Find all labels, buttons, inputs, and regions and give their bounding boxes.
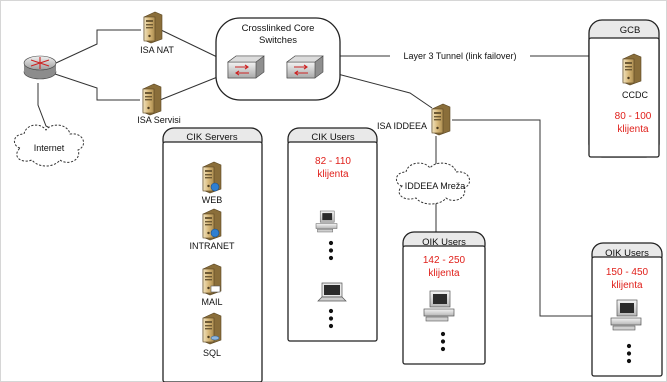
mail-icon bbox=[210, 285, 221, 293]
cik-servers-title: CIK Servers bbox=[186, 132, 237, 143]
internet-cloud: Internet bbox=[14, 124, 85, 167]
laptop-icon bbox=[317, 282, 347, 302]
oik-users-lane-1: OIK Users 142 - 250 klijenta bbox=[402, 231, 486, 365]
core-title-line1: Crosslinked Core bbox=[242, 23, 315, 34]
isa-iddeea-server: ISA IDDEEA bbox=[377, 103, 451, 136]
oik-2-client-unit: klijenta bbox=[611, 280, 643, 291]
gcb-client-count: 80 - 100 bbox=[615, 111, 652, 122]
globe-icon bbox=[210, 228, 220, 238]
oik-users-lane-2: OIK Users 150 - 450 klijenta bbox=[591, 242, 663, 377]
more-dots bbox=[626, 343, 632, 364]
oik-2-client-count: 150 - 450 bbox=[606, 267, 649, 278]
isa-iddeea-label: ISA IDDEEA bbox=[377, 121, 427, 131]
server-icon bbox=[431, 103, 451, 136]
isa-nat-label: ISA NAT bbox=[140, 45, 174, 55]
server-icon bbox=[142, 83, 162, 116]
cloud-icon bbox=[396, 162, 471, 205]
server-label: INTRANET bbox=[190, 241, 236, 251]
isa-servisi-label: ISA Servisi bbox=[137, 115, 181, 125]
database-icon bbox=[210, 335, 220, 341]
gcb-lane: GCB CCDC 80 - 100 klijenta bbox=[588, 19, 660, 158]
router bbox=[23, 55, 57, 80]
core-switches-box bbox=[215, 17, 341, 101]
oik-1-client-unit: klijenta bbox=[428, 268, 460, 279]
sql-server: SQL bbox=[202, 312, 222, 358]
more-dots bbox=[328, 240, 334, 261]
more-dots bbox=[328, 308, 334, 329]
internet-label: Internet bbox=[34, 143, 65, 153]
mail-server: MAIL bbox=[201, 263, 223, 307]
oik-users-1-title: OIK Users bbox=[422, 237, 466, 248]
web-server: WEB bbox=[202, 161, 223, 205]
cik-users-lane: CIK Users 82 - 110 klijenta bbox=[287, 127, 378, 342]
cik-servers-lane: CIK Servers WEB INTRANET MAIL SQL bbox=[162, 127, 263, 382]
server-icon bbox=[143, 11, 163, 44]
server-label: MAIL bbox=[201, 297, 222, 307]
server-label: WEB bbox=[202, 195, 223, 205]
gcb-client-unit: klijenta bbox=[617, 124, 649, 135]
more-dots bbox=[440, 331, 446, 352]
tunnel-label: Layer 3 Tunnel (link failover) bbox=[403, 51, 516, 61]
ccdc-label: CCDC bbox=[622, 90, 648, 100]
globe-icon bbox=[210, 182, 220, 192]
core-title-line2: Switches bbox=[259, 35, 297, 46]
switch-icon bbox=[227, 55, 265, 79]
switch-icon bbox=[286, 55, 324, 79]
cik-client-unit: klijenta bbox=[317, 169, 349, 180]
gcb-title: GCB bbox=[620, 25, 641, 36]
iddeea-network-label: IDDEEA Mreža bbox=[405, 181, 466, 191]
core-switches: Crosslinked Core Switches bbox=[215, 17, 341, 101]
server-label: SQL bbox=[203, 348, 221, 358]
router-icon bbox=[30, 57, 50, 69]
oik-1-client-count: 142 - 250 bbox=[423, 255, 466, 266]
cik-client-count: 82 - 110 bbox=[315, 156, 351, 167]
iddeea-cloud: IDDEEA Mreža bbox=[396, 162, 471, 205]
isa-servisi-server: ISA Servisi bbox=[137, 83, 181, 125]
oik-users-2-title: OIK Users bbox=[605, 248, 649, 259]
cik-users-title: CIK Users bbox=[311, 132, 355, 143]
intranet-server: INTRANET bbox=[190, 208, 236, 251]
isa-nat-server: ISA NAT bbox=[140, 11, 174, 55]
cloud-icon bbox=[14, 124, 85, 167]
